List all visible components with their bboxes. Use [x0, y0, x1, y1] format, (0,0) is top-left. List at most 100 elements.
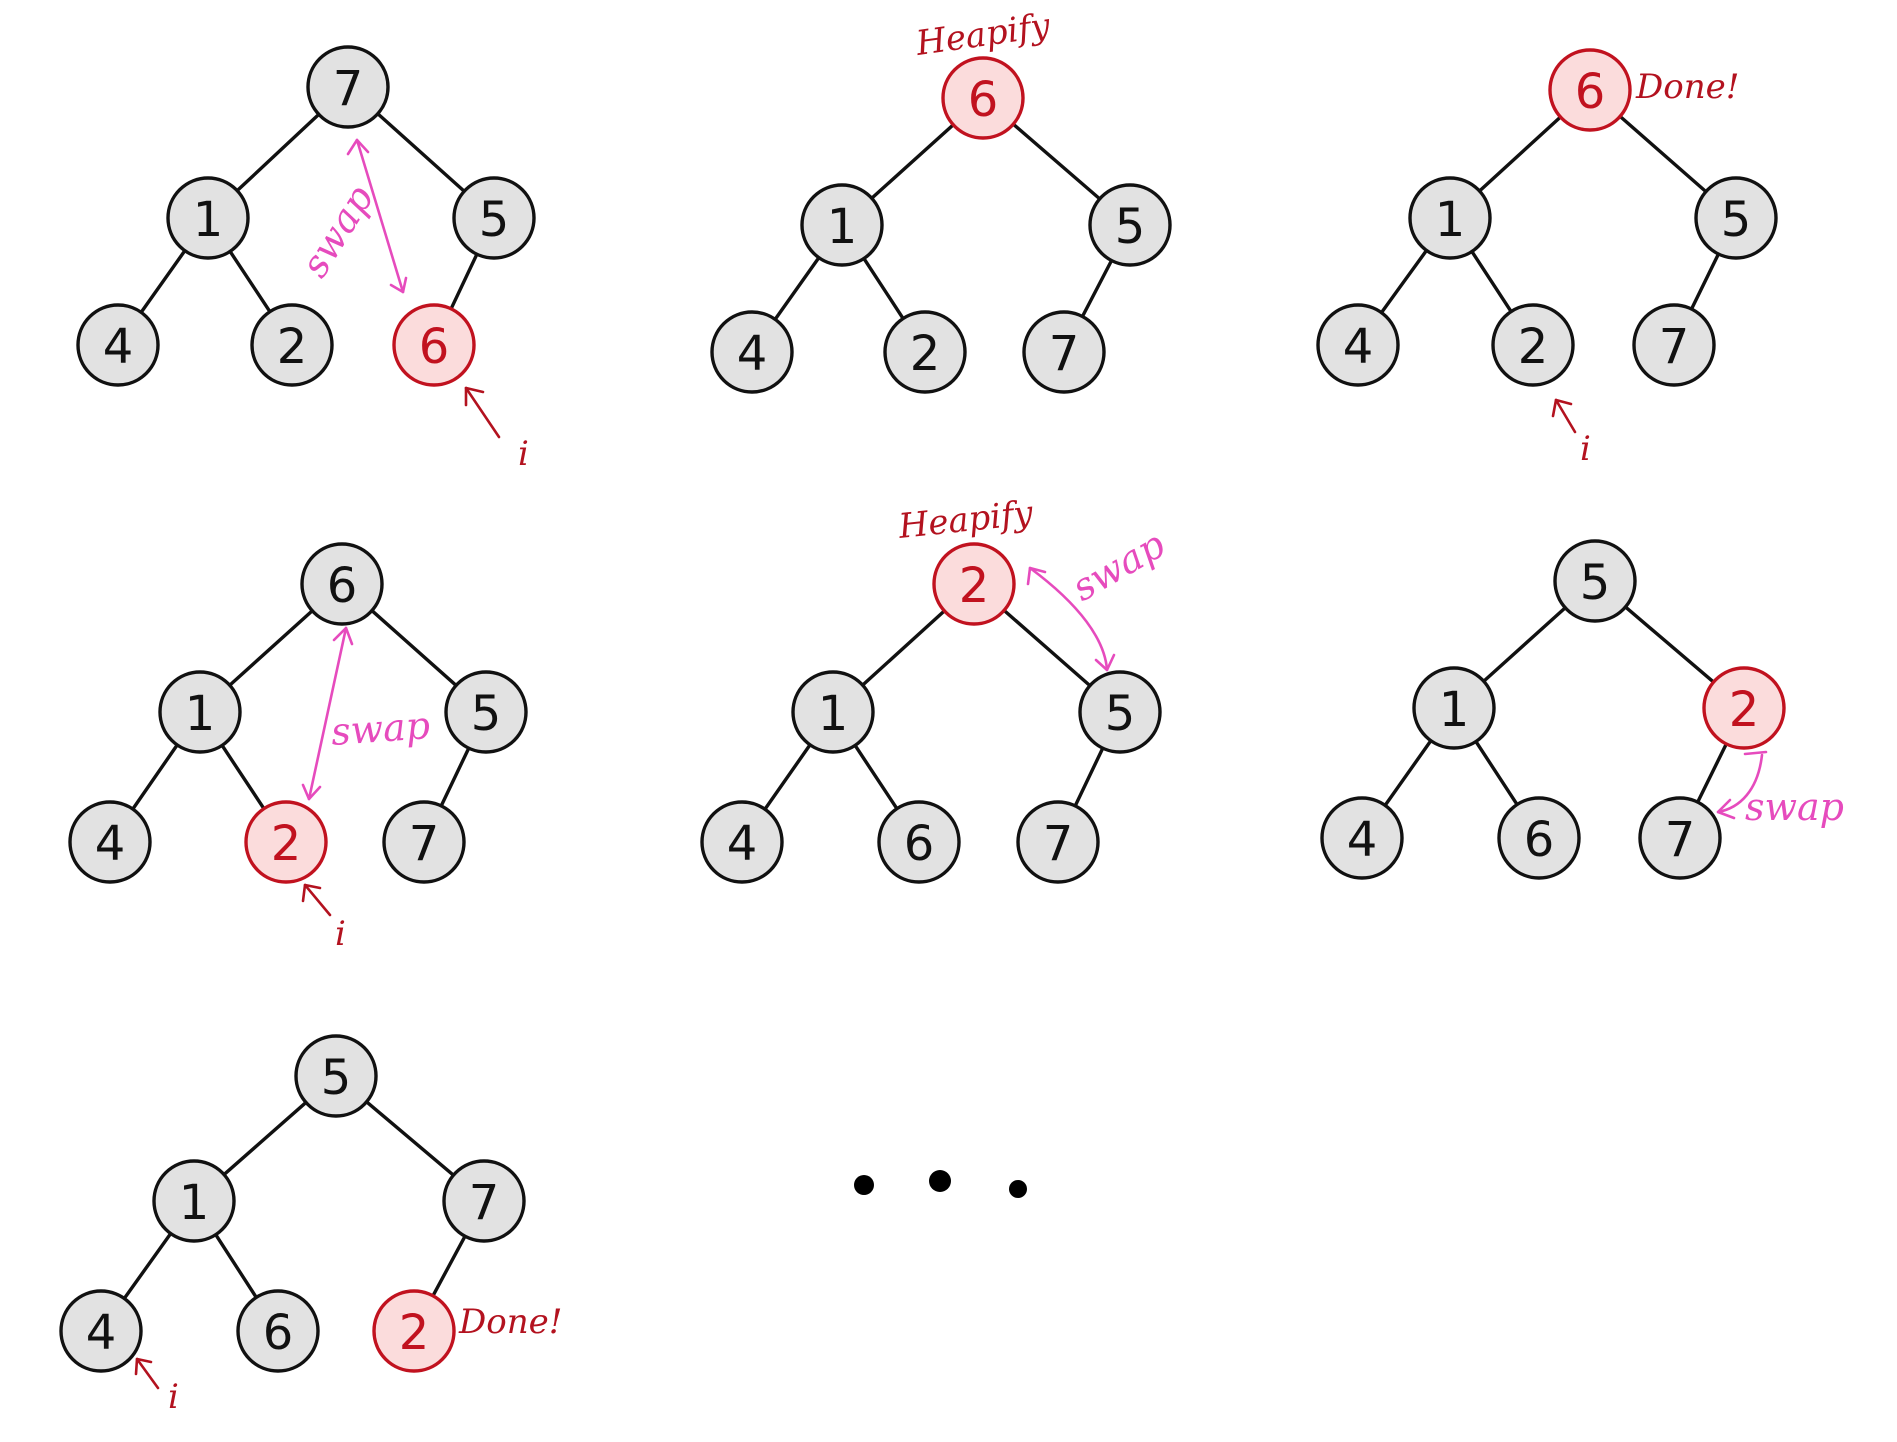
node-right-left: 6: [392, 303, 476, 387]
node-value: 5: [1580, 555, 1611, 611]
swap-label-1: swap: [292, 177, 382, 284]
node-left-right: 6: [236, 1289, 320, 1373]
node-right-left: 2: [372, 1289, 456, 1373]
node-circle: [244, 800, 328, 884]
node-circle: [1088, 183, 1172, 267]
node-value: 4: [737, 326, 768, 382]
done-label-7: Done!: [458, 1302, 562, 1342]
pointer-annotation-7: i: [134, 1357, 179, 1417]
node-circle: [68, 800, 152, 884]
node-left-right: 6: [877, 800, 961, 884]
node-right: 5: [452, 176, 536, 260]
node-circle: [1491, 303, 1575, 387]
node-circle: [800, 183, 884, 267]
node-value: 1: [193, 192, 224, 248]
node-value: 5: [471, 686, 502, 742]
edge-left-left_left: [122, 1231, 173, 1301]
edge-root-right: [1002, 608, 1092, 688]
node-value: 2: [271, 816, 302, 872]
node-circle: [1022, 310, 1106, 394]
done-label-3: Done!: [1635, 67, 1739, 107]
node-left: 1: [1408, 176, 1492, 260]
node-left-right: 6: [1497, 796, 1581, 880]
node-root: 2: [932, 542, 1016, 626]
node-right-left: 7: [382, 800, 466, 884]
node-right: 5: [444, 670, 528, 754]
node-circle: [452, 176, 536, 260]
swap-label-4: swap: [330, 703, 432, 754]
edge-root-right: [364, 1100, 456, 1177]
pointer-annotation-4: i: [301, 883, 346, 954]
node-left-left: 4: [59, 1289, 143, 1373]
node-circle: [392, 303, 476, 387]
edge-root-left: [1482, 606, 1567, 683]
node-value: 4: [1343, 319, 1374, 375]
edge-right-right_left: [1689, 252, 1721, 311]
node-circle: [444, 670, 528, 754]
edge-right-right_left: [1073, 746, 1105, 808]
edge-root-left: [235, 112, 321, 193]
node-circle: [1016, 800, 1100, 884]
swap-label-6: swap: [1745, 785, 1844, 829]
node-left: 1: [800, 183, 884, 267]
node-circle: [932, 542, 1016, 626]
node-value: 6: [263, 1305, 294, 1361]
node-value: 6: [419, 319, 450, 375]
pointer-label-3: i: [1580, 429, 1591, 469]
ellipsis: [854, 1170, 1027, 1198]
edge-root-right: [376, 112, 466, 193]
edge-left-left_right: [214, 1232, 258, 1300]
node-value: 5: [1105, 686, 1136, 742]
node-circle: [700, 800, 784, 884]
node-right-left: 7: [1022, 310, 1106, 394]
heapify-label-5: Heapify: [896, 493, 1036, 547]
node-right-left: 7: [1638, 796, 1722, 880]
node-right-left: 7: [1632, 303, 1716, 387]
swap-label-5: swap: [1065, 522, 1173, 610]
pointer-annotation-3: i: [1551, 398, 1591, 469]
node-value: 6: [904, 816, 935, 872]
node-value: 1: [827, 199, 858, 255]
node-left: 1: [158, 670, 242, 754]
node-value: 4: [86, 1305, 117, 1361]
node-value: 4: [95, 816, 126, 872]
edge-left-left_left: [139, 248, 187, 315]
node-circle: [382, 800, 466, 884]
node-circle: [1553, 539, 1637, 623]
node-value: 2: [910, 326, 941, 382]
node-value: 2: [277, 319, 308, 375]
node-root: 5: [294, 1034, 378, 1118]
node-circle: [372, 1289, 456, 1373]
node-value: 1: [1439, 682, 1470, 738]
node-right: 7: [442, 1159, 526, 1243]
node-value: 4: [103, 319, 134, 375]
edge-right-right_left: [1695, 742, 1729, 804]
node-root: 6: [1548, 48, 1632, 132]
edge-left-left_left: [131, 743, 179, 811]
node-circle: [941, 56, 1025, 140]
node-circle: [1078, 670, 1162, 754]
node-right: 2: [1702, 666, 1786, 750]
node-left-left: 4: [68, 800, 152, 884]
edge-left-left_right: [862, 256, 905, 321]
node-circle: [250, 303, 334, 387]
swap-annotation-6: swap: [1716, 750, 1844, 829]
pointer-annotation-1: i: [464, 386, 529, 474]
node-value: 4: [727, 816, 758, 872]
node-value: 7: [1665, 812, 1696, 868]
node-circle: [1408, 176, 1492, 260]
node-left-right: 2: [883, 310, 967, 394]
node-value: 1: [185, 686, 216, 742]
node-value: 2: [399, 1305, 430, 1361]
node-circle: [1632, 303, 1716, 387]
node-left: 1: [1412, 666, 1496, 750]
node-circle: [1316, 303, 1400, 387]
edge-root-right: [1623, 605, 1716, 684]
node-left-right: 2: [1491, 303, 1575, 387]
